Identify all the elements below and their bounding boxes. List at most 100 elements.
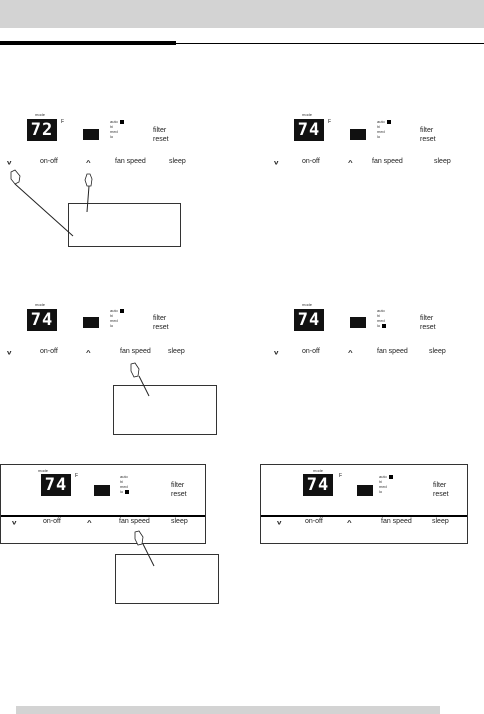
header-bar — [0, 0, 484, 28]
on-off-button[interactable]: on-off — [43, 518, 61, 525]
up-button[interactable]: ^ — [347, 518, 352, 527]
mode-indicator — [357, 485, 373, 496]
on-off-button[interactable]: on-off — [40, 158, 58, 165]
sleep-button[interactable]: sleep — [171, 518, 188, 525]
on-off-button[interactable]: on-off — [305, 518, 323, 525]
down-button[interactable]: v — [7, 158, 12, 167]
down-button[interactable]: v — [7, 348, 12, 357]
button-row: v on-off ^ fan speed sleep — [272, 348, 482, 358]
filter-reset-button[interactable]: filter reset — [153, 126, 169, 144]
temperature-display: 74 — [294, 119, 324, 141]
fan-level-item: lo — [377, 323, 387, 328]
fan-speed-button[interactable]: fan speed — [115, 158, 146, 165]
filter-reset-button[interactable]: filter reset — [420, 314, 436, 332]
fan-level-item: hi — [110, 124, 124, 129]
fan-level-label: lo — [120, 489, 124, 494]
section-rule-thin — [176, 43, 484, 44]
down-button[interactable]: v — [12, 518, 17, 527]
fan-speed-button[interactable]: fan speed — [372, 158, 403, 165]
fan-level-label: med — [110, 318, 118, 323]
filter-label: filter — [171, 482, 185, 489]
fan-level-label: hi — [377, 313, 381, 318]
sleep-button[interactable]: sleep — [434, 158, 451, 165]
filter-label: filter — [433, 482, 447, 489]
down-button[interactable]: v — [274, 158, 279, 167]
degree-label: F — [328, 119, 332, 125]
fan-level-label: lo — [110, 323, 114, 328]
filter-reset-button[interactable]: filter reset — [153, 314, 169, 332]
filter-reset-button[interactable]: filter reset — [433, 481, 449, 499]
active-level-indicator — [119, 308, 124, 313]
fan-level-item: hi — [377, 124, 391, 129]
sleep-button[interactable]: sleep — [432, 518, 449, 525]
fan-level-label: auto — [377, 308, 385, 313]
filter-label: filter — [420, 127, 434, 134]
fan-level-label: med — [379, 484, 387, 489]
button-row: v on-off ^ fan speed sleep — [272, 158, 482, 168]
on-off-button[interactable]: on-off — [302, 158, 320, 165]
active-level-indicator — [382, 323, 387, 328]
fan-level-item: hi — [120, 479, 129, 484]
filter-reset-button[interactable]: filter reset — [171, 481, 187, 499]
sleep-button[interactable]: sleep — [169, 158, 186, 165]
on-off-button[interactable]: on-off — [40, 348, 58, 355]
mode-label: mode — [313, 468, 324, 473]
fan-level-label: auto — [377, 119, 385, 124]
reset-label: reset — [420, 136, 436, 143]
fan-level-label: med — [377, 318, 385, 323]
fan-speed-button[interactable]: fan speed — [381, 518, 412, 525]
fan-level-label: hi — [110, 124, 114, 129]
on-off-button[interactable]: on-off — [302, 348, 320, 355]
up-button[interactable]: ^ — [86, 158, 91, 167]
temperature-display: 74 — [294, 309, 324, 331]
fan-level-label: lo — [379, 489, 383, 494]
up-button[interactable]: ^ — [348, 158, 353, 167]
fan-speed-button[interactable]: fan speed — [119, 518, 150, 525]
mode-label: mode — [302, 302, 313, 307]
fan-level-item: lo — [379, 489, 393, 494]
footer-bar — [16, 706, 440, 714]
fan-level-label: lo — [110, 134, 114, 139]
button-row: v on-off ^ fan speed sleep — [261, 518, 467, 528]
fan-level-label: lo — [377, 323, 381, 328]
fan-level-item: auto — [377, 119, 391, 124]
fan-level-item: hi — [377, 313, 386, 318]
fan-level-item: lo — [120, 489, 130, 494]
sleep-button[interactable]: sleep — [429, 348, 446, 355]
fan-level-label: hi — [110, 313, 114, 318]
mode-indicator — [350, 317, 366, 328]
temperature-display: 74 — [41, 474, 71, 496]
up-button[interactable]: ^ — [348, 348, 353, 357]
up-button[interactable]: ^ — [87, 518, 92, 527]
active-level-indicator — [125, 489, 130, 494]
fan-level-item: lo — [377, 134, 391, 139]
fan-level-item: med — [377, 129, 391, 134]
sleep-button[interactable]: sleep — [168, 348, 185, 355]
down-button[interactable]: v — [274, 348, 279, 357]
fan-speed-button[interactable]: fan speed — [120, 348, 151, 355]
up-button[interactable]: ^ — [86, 348, 91, 357]
temperature-display: 74 — [27, 309, 57, 331]
fan-level-label: auto — [120, 474, 128, 479]
mode-indicator — [83, 129, 99, 140]
fan-speed-button[interactable]: fan speed — [377, 348, 408, 355]
degree-label: F — [61, 119, 65, 125]
active-level-indicator — [119, 119, 124, 124]
mode-label: mode — [38, 468, 49, 473]
degree-label: F — [339, 473, 343, 479]
down-button[interactable]: v — [277, 518, 282, 527]
fan-level-item: hi — [379, 479, 393, 484]
filter-reset-button[interactable]: filter reset — [420, 126, 436, 144]
degree-label: F — [75, 473, 79, 479]
active-level-indicator — [386, 119, 391, 124]
fan-level-item: med — [379, 484, 393, 489]
hand-pointer-icon — [84, 173, 93, 187]
mode-indicator — [83, 317, 99, 328]
